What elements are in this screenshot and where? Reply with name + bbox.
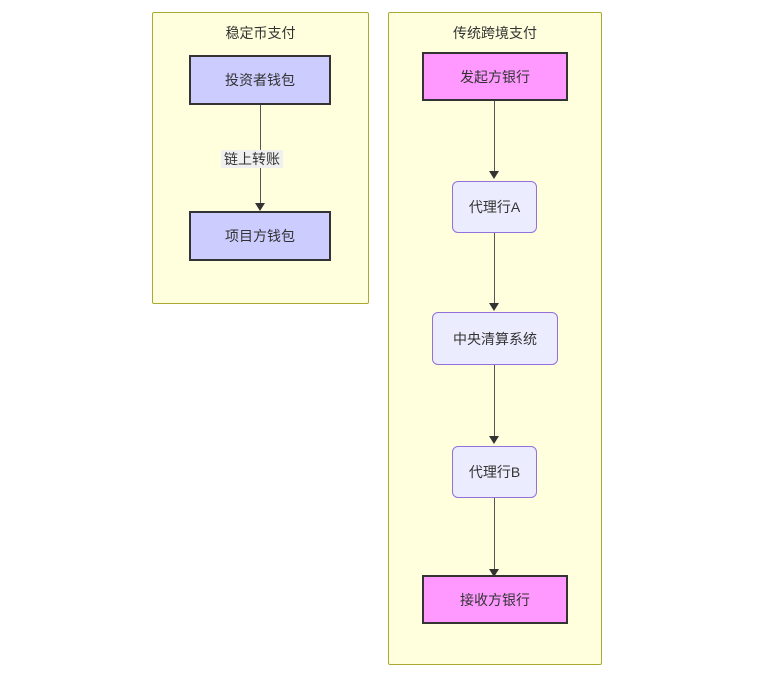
node-originating-bank[interactable]: 发起方银行 <box>422 52 568 101</box>
edge-originating-to-bank-a-arrowhead <box>489 171 499 179</box>
node-correspondent-bank-a-label: 代理行A <box>468 199 521 215</box>
node-investor-wallet-label: 投资者钱包 <box>225 72 295 88</box>
edge-bank-b-to-receiving-line <box>494 498 495 573</box>
edge-clearing-to-bank-b-line <box>494 365 495 440</box>
subgraph-traditional-title: 传统跨境支付 <box>453 25 537 41</box>
node-central-clearing[interactable]: 中央清算系统 <box>432 312 558 365</box>
node-correspondent-bank-b[interactable]: 代理行B <box>452 446 537 498</box>
node-correspondent-bank-a[interactable]: 代理行A <box>452 181 537 233</box>
node-receiving-bank[interactable]: 接收方银行 <box>422 575 568 624</box>
edge-label-onchain-transfer: 链上转账 <box>221 150 283 168</box>
node-project-wallet-label: 项目方钱包 <box>225 228 295 244</box>
edge-bank-b-to-receiving-arrowhead <box>489 569 499 577</box>
node-investor-wallet[interactable]: 投资者钱包 <box>189 55 331 105</box>
subgraph-stablecoin-title: 稳定币支付 <box>225 25 296 41</box>
edge-bank-a-to-clearing-arrowhead <box>489 303 499 311</box>
edge-clearing-to-bank-b-arrowhead <box>489 436 499 444</box>
node-receiving-bank-label: 接收方银行 <box>460 591 530 608</box>
edge-investor-to-project-arrowhead <box>255 203 265 211</box>
node-correspondent-bank-b-label: 代理行B <box>468 464 521 480</box>
edge-originating-to-bank-a-line <box>494 101 495 175</box>
node-central-clearing-label: 中央清算系统 <box>453 330 537 347</box>
node-originating-bank-label: 发起方银行 <box>460 68 530 85</box>
node-project-wallet[interactable]: 项目方钱包 <box>189 211 331 261</box>
edge-bank-a-to-clearing-line <box>494 233 495 307</box>
